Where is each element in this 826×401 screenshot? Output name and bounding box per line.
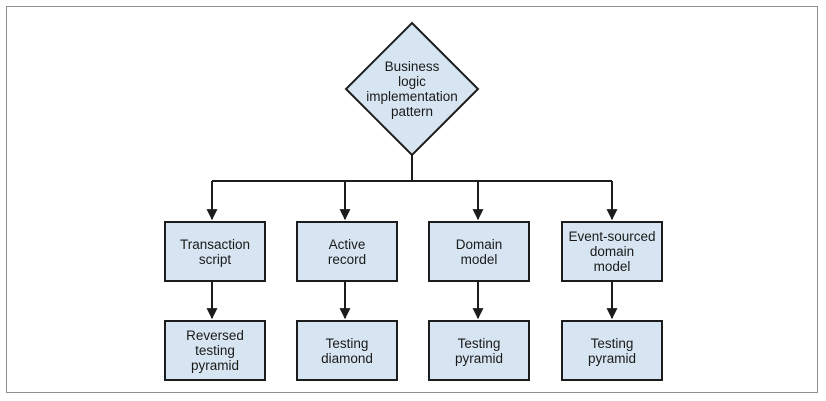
testing-box-testing-diamond: Testing diamond bbox=[296, 320, 398, 381]
root-label-line: logic bbox=[398, 74, 426, 89]
testing-label-line: pyramid bbox=[587, 350, 636, 366]
testing-label-line: pyramid bbox=[454, 350, 503, 366]
pattern-label-line: Domain bbox=[455, 236, 503, 252]
testing-label-line: Testing bbox=[590, 335, 634, 351]
pattern-label-line: model bbox=[460, 251, 498, 267]
testing-box-testing-pyramid-domain: Testing pyramid bbox=[428, 320, 530, 381]
pattern-box-event-sourced-domain-model: Event-sourced domain model bbox=[561, 221, 663, 282]
testing-label-line: diamond bbox=[321, 350, 373, 366]
pattern-box-active-record: Active record bbox=[296, 221, 398, 282]
pattern-label-line: script bbox=[198, 251, 232, 267]
testing-label-line: Testing bbox=[325, 335, 369, 351]
testing-label-line: pyramid bbox=[190, 358, 239, 373]
root-label-line: Business bbox=[384, 59, 440, 74]
root-label-line: implementation bbox=[366, 89, 458, 104]
pattern-label-line: Event-sourced bbox=[568, 229, 656, 244]
testing-label-line: testing bbox=[195, 343, 235, 358]
pattern-label-line: record bbox=[327, 251, 367, 267]
pattern-label-line: domain bbox=[589, 244, 635, 259]
root-decision-node: Business logic implementation pattern bbox=[344, 21, 480, 157]
pattern-label-line: model bbox=[593, 259, 631, 274]
diamond-shape bbox=[344, 21, 480, 157]
pattern-label-line: Transaction bbox=[179, 236, 251, 252]
testing-label-line: Testing bbox=[457, 335, 501, 351]
root-label-line: pattern bbox=[390, 104, 434, 119]
testing-box-reversed-testing-pyramid: Reversed testing pyramid bbox=[164, 320, 266, 381]
pattern-label-line: Active bbox=[328, 236, 366, 252]
pattern-box-transaction-script: Transaction script bbox=[164, 221, 266, 282]
pattern-box-domain-model: Domain model bbox=[428, 221, 530, 282]
testing-label-line: Reversed bbox=[186, 328, 244, 343]
testing-box-testing-pyramid-event-sourced: Testing pyramid bbox=[561, 320, 663, 381]
root-label: Business logic implementation pattern bbox=[366, 47, 458, 131]
